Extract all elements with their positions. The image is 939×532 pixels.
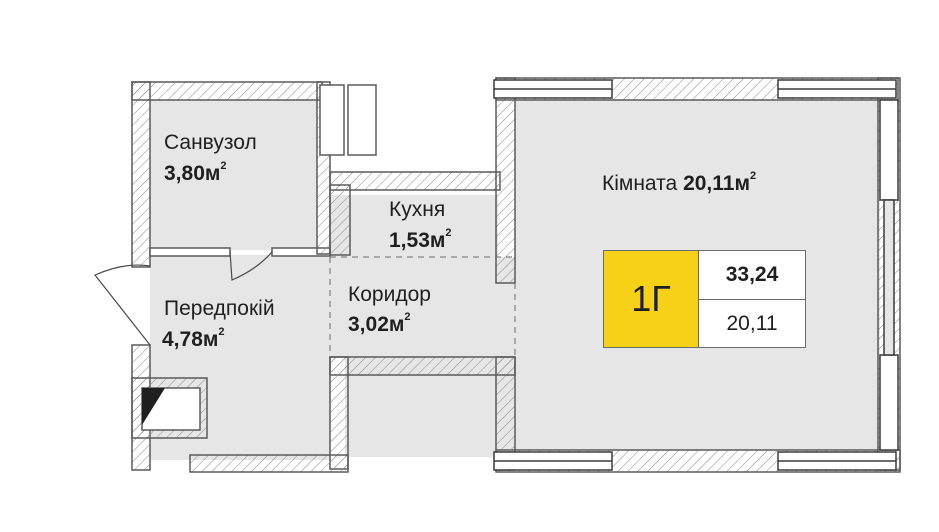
walls xyxy=(131,77,901,473)
ventilation-shaft-1 xyxy=(319,84,345,156)
apartment-badge: 1Г 33,24 20,11 xyxy=(603,250,806,348)
wall-kitchen-stub xyxy=(329,184,351,256)
wall-kitchen-room xyxy=(495,77,516,284)
corridor-area: 3,02м2 xyxy=(348,311,411,336)
entry-door-swing xyxy=(94,264,151,346)
wall-top-bathroom xyxy=(131,81,323,101)
ventilation-shaft-2 xyxy=(347,84,377,156)
windows xyxy=(493,79,899,471)
hallway-name: Передпокій xyxy=(164,297,275,320)
wall-bathroom-bottom xyxy=(149,247,231,257)
window-right-lower xyxy=(879,354,899,451)
kitchen-name: Кухня xyxy=(389,198,446,221)
bathroom-name: Санвузол xyxy=(164,131,257,154)
wall-corridor-bottom xyxy=(329,356,516,376)
floor-kitchen xyxy=(330,195,498,257)
living-area-value: 20,11 xyxy=(726,311,778,335)
wall-left-upper xyxy=(131,81,151,268)
hallway-area: 4,78м2 xyxy=(162,326,225,351)
doors xyxy=(94,251,273,346)
total-area-value: 33,24 xyxy=(699,251,805,300)
room-area: 20,11м2 xyxy=(683,170,757,195)
balcony-door xyxy=(883,199,895,356)
bathroom-area: 3,80м2 xyxy=(164,160,227,185)
wall-bottom-hallway xyxy=(189,454,349,473)
window-right-upper xyxy=(879,99,899,201)
apartment-type-code: 1Г xyxy=(604,251,699,347)
zone-boundaries xyxy=(329,256,516,357)
corridor-name: Коридор xyxy=(348,283,431,306)
kitchen-area: 1,53м2 xyxy=(389,227,452,252)
closet-shade xyxy=(142,388,165,425)
room-name: Кімната xyxy=(602,172,678,195)
floor-corridor xyxy=(330,257,515,357)
room-label: Кімната 20,11м2 xyxy=(602,170,757,196)
wall-kitchen-top xyxy=(329,171,501,191)
floor-bathroom xyxy=(150,100,317,250)
wall-corridor-side xyxy=(329,356,349,470)
bathroom-door-swing xyxy=(229,251,273,281)
